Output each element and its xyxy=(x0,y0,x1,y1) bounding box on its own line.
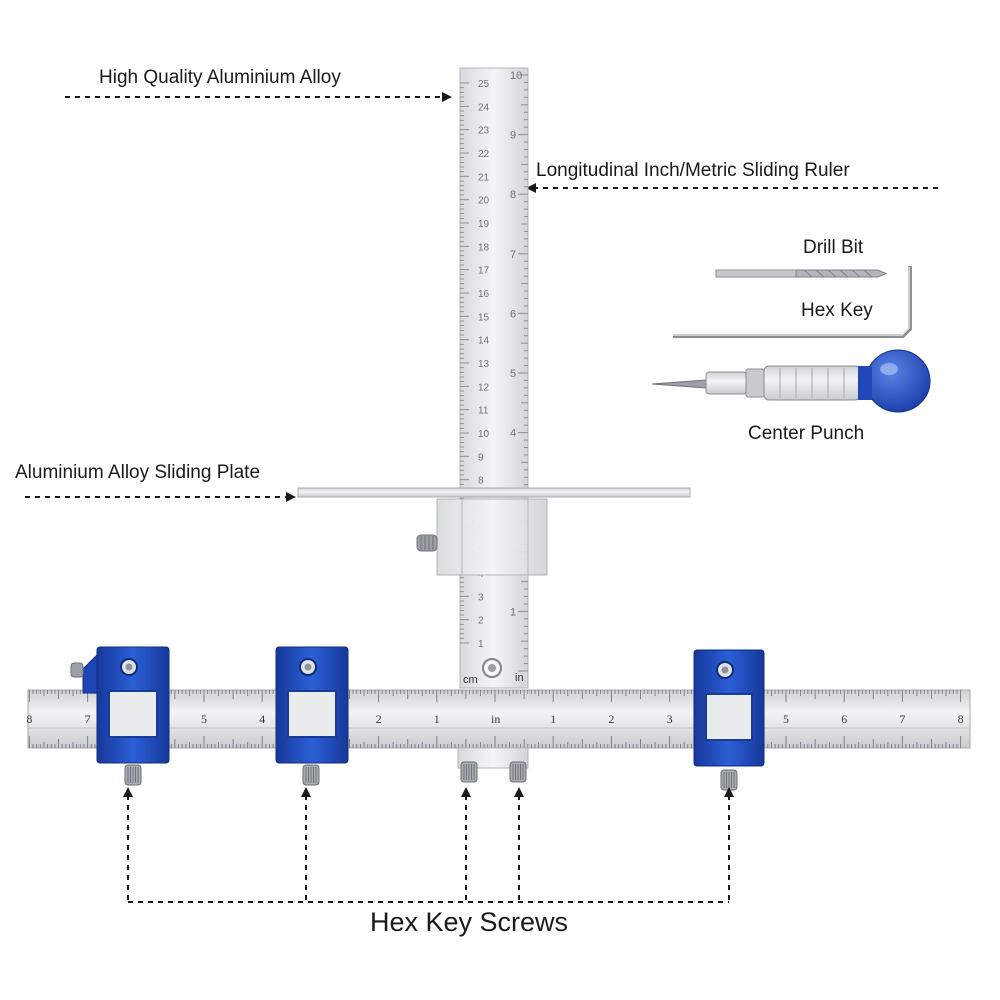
label-sliding-plate: Aluminium Alloy Sliding Plate xyxy=(15,462,261,483)
vertical-ruler-in-tick: 4 xyxy=(510,428,516,440)
horizontal-ruler-unit: in xyxy=(491,712,500,726)
horizontal-ruler-tick: 2 xyxy=(376,712,382,726)
aluminium-sliding-plate xyxy=(297,487,691,576)
vertical-ruler-cm-unit: cm xyxy=(463,674,478,686)
vertical-ruler-in-tick: 5 xyxy=(510,368,516,380)
vertical-sliding-ruler: 1234567891011121314151617181920212223242… xyxy=(459,67,529,689)
vertical-ruler-cm-tick: 19 xyxy=(478,219,490,230)
hex-key-screw xyxy=(302,764,320,786)
horizontal-ruler-tick: 1 xyxy=(434,712,440,726)
vertical-ruler-cm-tick: 11 xyxy=(478,406,489,417)
horizontal-ruler-tick: 5 xyxy=(201,712,207,726)
horizontal-ruler-tick: 5 xyxy=(783,712,789,726)
horizontal-ruler-tick: 4 xyxy=(259,712,265,726)
screw-arrowheads xyxy=(123,787,734,797)
hex-key-illustration xyxy=(673,266,912,338)
horizontal-ruler-tick: 8 xyxy=(26,712,32,726)
hex-key-highlight xyxy=(673,267,910,336)
hex-key-screw xyxy=(460,761,478,783)
vertical-ruler-cm-tick: 17 xyxy=(478,266,490,277)
horizontal-ruler-tick: 3 xyxy=(667,712,673,726)
vertical-ruler-in-tick: 1 xyxy=(510,606,516,618)
label-drill-bit: Drill Bit xyxy=(803,237,864,258)
hex-key-screw xyxy=(509,761,527,783)
vertical-ruler-cm-tick: 10 xyxy=(478,429,490,440)
horizontal-ruler-tick: 7 xyxy=(899,712,905,726)
blue-stop-block xyxy=(693,649,765,767)
label-sliding-ruler: Longitudinal Inch/Metric Sliding Ruler xyxy=(536,160,850,181)
vertical-ruler-in-tick: 9 xyxy=(510,130,516,142)
blue-stop-block xyxy=(70,646,170,764)
horizontal-ruler-tick: 6 xyxy=(841,712,847,726)
vertical-ruler-cm-tick: 15 xyxy=(478,312,490,323)
hex-key-screw xyxy=(124,764,142,786)
vertical-ruler-in-tick: 10 xyxy=(510,70,522,82)
blue-stop-block xyxy=(275,646,349,764)
center-punch-illustration xyxy=(651,349,931,413)
vertical-ruler-cm-tick: 9 xyxy=(478,452,484,463)
horizontal-ruler-tick: 8 xyxy=(958,712,964,726)
vertical-ruler-cm-tick: 8 xyxy=(478,476,484,487)
vertical-ruler-cm-tick: 24 xyxy=(478,102,490,113)
vertical-ruler-cm-tick: 20 xyxy=(478,196,490,207)
blue-stop-blocks xyxy=(70,646,765,767)
vertical-ruler-cm-tick: 18 xyxy=(478,242,490,253)
horizontal-ruler-tick: 2 xyxy=(608,712,614,726)
leader-lines xyxy=(25,96,938,498)
label-hex-key: Hex Key xyxy=(801,300,873,321)
vertical-ruler-cm-tick: 23 xyxy=(478,126,490,137)
label-hex-key-screws: Hex Key Screws xyxy=(370,907,569,937)
vertical-ruler-cm-tick: 2 xyxy=(478,616,484,627)
vertical-ruler-in-tick: 8 xyxy=(510,189,516,201)
vertical-ruler-in-tick: 7 xyxy=(510,249,516,261)
center-punch-knob xyxy=(865,349,931,413)
vertical-ruler-cm-tick: 14 xyxy=(478,336,490,347)
vertical-ruler-cm-tick: 25 xyxy=(478,79,490,90)
vertical-ruler-cm-tick: 12 xyxy=(478,382,490,393)
vertical-ruler-cm-tick: 21 xyxy=(478,172,490,183)
hex-key-screws-group xyxy=(124,761,738,791)
leader-arrowheads xyxy=(286,92,536,502)
screw-connector-lines xyxy=(127,795,730,903)
drill-bit-illustration xyxy=(715,269,888,278)
vertical-ruler-cm-tick: 13 xyxy=(478,359,490,370)
vertical-ruler-in-unit: in xyxy=(515,672,524,684)
label-center-punch: Center Punch xyxy=(748,423,865,444)
vertical-ruler-cm-tick: 1 xyxy=(478,639,484,650)
vertical-ruler-cm-tick: 3 xyxy=(478,592,484,603)
vertical-ruler-cm-tick: 16 xyxy=(478,289,490,300)
vertical-ruler-in-tick: 6 xyxy=(510,308,516,320)
plate-thumb-screw xyxy=(416,534,438,552)
label-aluminium-alloy: High Quality Aluminium Alloy xyxy=(99,67,341,88)
vertical-ruler-cm-tick: 22 xyxy=(478,149,490,160)
horizontal-ruler-tick: 7 xyxy=(85,712,91,726)
horizontal-ruler-tick: 1 xyxy=(550,712,556,726)
